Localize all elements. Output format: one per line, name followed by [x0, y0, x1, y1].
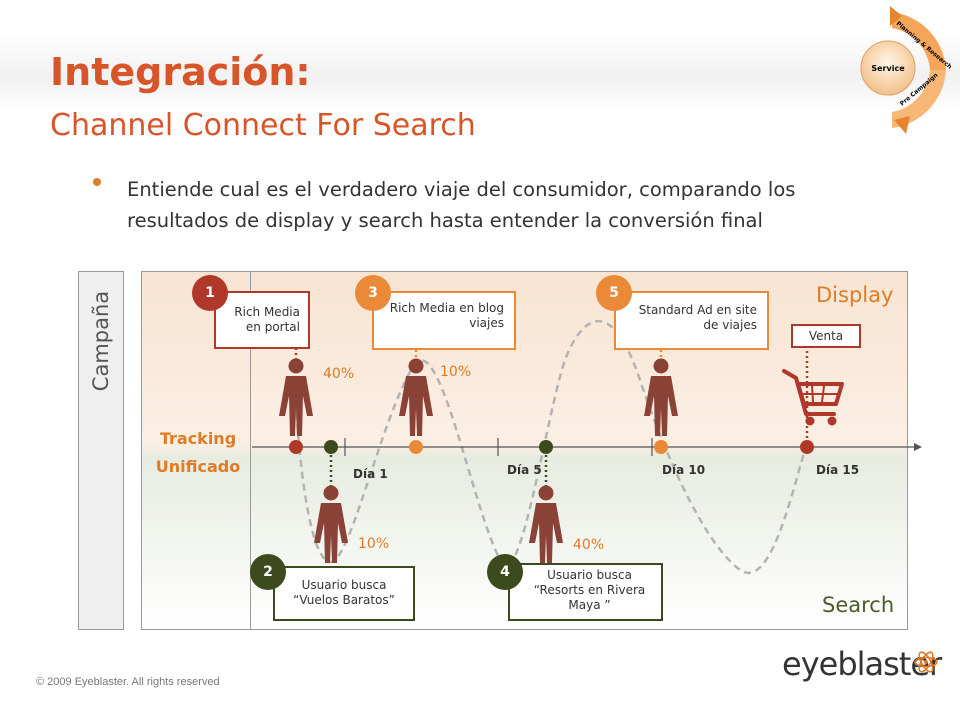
panel-divider: [250, 272, 251, 629]
atom-icon: [914, 651, 938, 673]
event-dot-5: [654, 440, 668, 454]
copyright-text: © 2009 Eyeblaster. All rights reserved: [36, 676, 220, 688]
cycle-arc-top: [892, 12, 946, 70]
step-1-badge: 1: [192, 275, 228, 311]
service-circle: [860, 40, 916, 96]
step-4-badge: 4: [487, 554, 523, 590]
step-2-box: Usuario busca “Vuelos Baratos”: [273, 566, 415, 621]
step-1-text: Rich Media en portal: [234, 305, 300, 334]
person-icon-2: [314, 485, 348, 563]
shopping-cart-icon: [782, 369, 844, 416]
event-dot-1: [289, 440, 303, 454]
percentage-step-4: 40%: [573, 537, 605, 553]
step-3-text: Rich Media en blog viajes: [389, 301, 504, 330]
cart-wheel-left: [805, 416, 815, 426]
step-2-badge: 2: [250, 554, 286, 590]
cycle-arc-bottom: [892, 70, 946, 128]
step-3-box: Rich Media en blog viajes: [372, 291, 516, 350]
event-dot-2: [324, 440, 338, 454]
journey-curve: [294, 320, 808, 574]
person-icon-5: [644, 358, 678, 436]
bullet-text: Entiende cual es el verdadero viaje del …: [127, 178, 796, 232]
person-icon-1: [279, 358, 313, 436]
sale-label: Venta: [808, 329, 844, 343]
day-label-5: Día 5: [507, 463, 542, 477]
step-4-text: Usuario busca “Resorts en Rivera Maya ”: [533, 568, 646, 612]
page-subtitle: Channel Connect For Search: [50, 108, 476, 143]
day-label-10: Día 10: [662, 463, 706, 477]
cycle-arrow-bottom: [894, 116, 910, 134]
tracking-label: Tracking Unificado: [155, 429, 241, 476]
page-title: Integración:: [50, 50, 311, 94]
bullet-marker: [93, 178, 101, 186]
step-5-box: Standard Ad en site de viajes: [614, 291, 769, 350]
person-icon-4: [529, 485, 563, 563]
step-1-box: Rich Media en portal: [214, 291, 310, 349]
step-5-badge: 5: [596, 275, 632, 311]
cycle-graphic: Service Planning & Research Pre Campaign: [860, 6, 953, 134]
person-icon-3: [399, 358, 433, 436]
step-3-badge: 3: [355, 275, 391, 311]
display-zone-label: Display: [816, 283, 894, 307]
percentage-step-2: 10%: [358, 536, 390, 552]
sale-box: Venta: [791, 324, 861, 348]
step-4-box: Usuario busca “Resorts en Rivera Maya ”: [508, 563, 663, 621]
day-label-1: Día 1: [353, 467, 388, 481]
event-dot-4: [539, 440, 553, 454]
step-2-text: Usuario busca “Vuelos Baratos”: [293, 578, 395, 607]
service-label: Service: [871, 64, 905, 73]
step-5-text: Standard Ad en site de viajes: [638, 303, 757, 332]
search-zone-label: Search: [822, 593, 895, 617]
cart-wheel-right: [827, 416, 837, 426]
campaign-bar: [78, 271, 124, 630]
timeline-arrow: [914, 443, 922, 451]
day-label-15: Día 15: [816, 463, 860, 477]
percentage-step-1: 40%: [323, 366, 355, 382]
event-dot-sale: [800, 440, 814, 454]
cycle-arrow-top: [890, 6, 902, 26]
percentage-step-3: 10%: [440, 364, 472, 380]
event-dot-3: [409, 440, 423, 454]
header-band: [0, 30, 960, 110]
